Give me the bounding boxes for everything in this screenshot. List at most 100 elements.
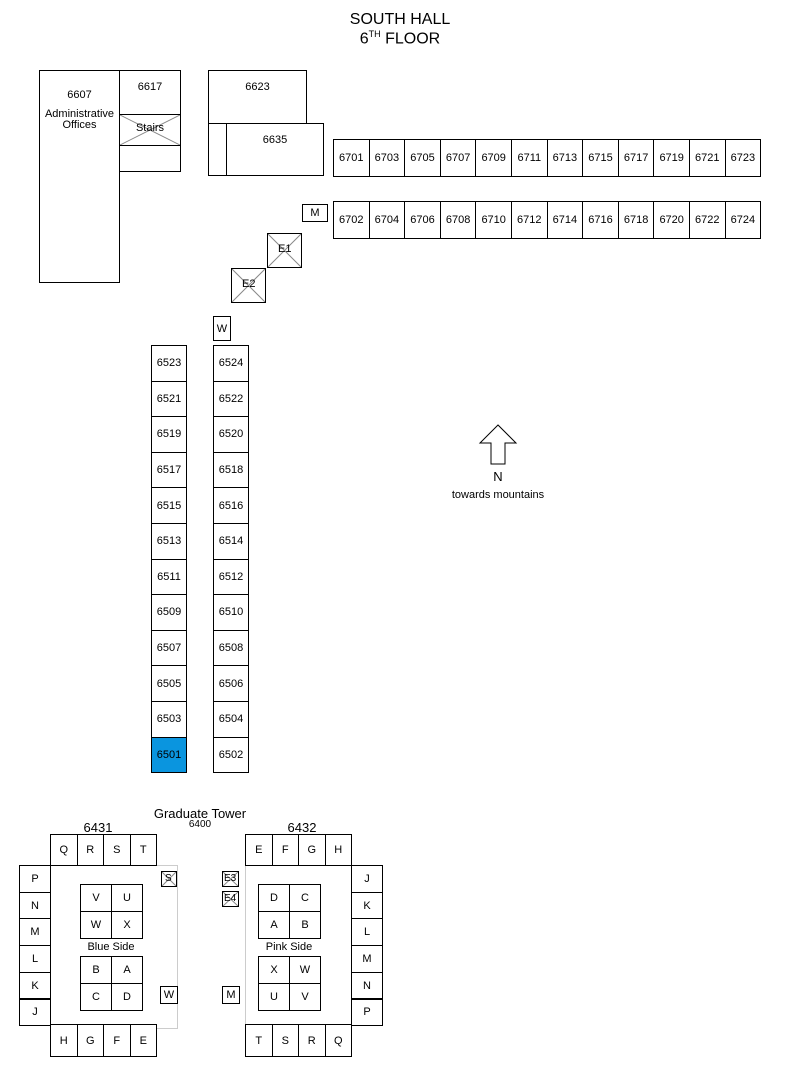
room-6516[interactable]: 6516 bbox=[213, 487, 249, 524]
blue-bedroom-U[interactable]: U bbox=[111, 884, 143, 912]
blue-unit-E[interactable]: E bbox=[129, 1024, 157, 1057]
room-6706[interactable]: 6706 bbox=[404, 201, 441, 239]
room-6709[interactable]: 6709 bbox=[475, 139, 512, 177]
blue-unit-M[interactable]: M bbox=[19, 918, 51, 947]
blue-unit-K[interactable]: K bbox=[19, 971, 51, 1000]
room-6510[interactable]: 6510 bbox=[213, 594, 249, 631]
blue-bedroom-D[interactable]: D bbox=[111, 983, 143, 1011]
room-6717[interactable]: 6717 bbox=[617, 139, 655, 177]
room-6502[interactable]: 6502 bbox=[213, 736, 249, 774]
room-6508[interactable]: 6508 bbox=[213, 629, 249, 667]
room-6708[interactable]: 6708 bbox=[439, 201, 477, 239]
pink-unit-T[interactable]: T bbox=[245, 1024, 273, 1057]
pink-unit-S[interactable]: S bbox=[271, 1024, 299, 1057]
blue-unit-P[interactable]: P bbox=[19, 865, 51, 893]
room-6506[interactable]: 6506 bbox=[213, 665, 249, 702]
pink-unit-G[interactable]: G bbox=[298, 834, 326, 866]
room-6607[interactable] bbox=[39, 70, 120, 283]
room-6515[interactable]: 6515 bbox=[151, 487, 187, 524]
room-6503[interactable]: 6503 bbox=[151, 701, 187, 738]
room-6617[interactable]: 6617 bbox=[119, 70, 181, 115]
room-6513[interactable]: 6513 bbox=[151, 523, 187, 560]
pink-unit-H[interactable]: H bbox=[324, 834, 352, 866]
room-6505[interactable]: 6505 bbox=[151, 665, 187, 702]
room-6511[interactable]: 6511 bbox=[151, 558, 187, 596]
room-6703[interactable]: 6703 bbox=[368, 139, 406, 177]
room-6518[interactable]: 6518 bbox=[213, 451, 249, 489]
room-6720[interactable]: 6720 bbox=[653, 201, 690, 239]
room-6713[interactable]: 6713 bbox=[546, 139, 584, 177]
pink-unit-L[interactable]: L bbox=[351, 918, 383, 947]
room-6711[interactable]: 6711 bbox=[511, 139, 548, 177]
blue-unit-J[interactable]: J bbox=[19, 998, 51, 1027]
room-6512[interactable]: 6512 bbox=[213, 558, 249, 596]
room-6522[interactable]: 6522 bbox=[213, 380, 249, 418]
pink-bedroom-U[interactable]: U bbox=[258, 983, 290, 1011]
room-6519[interactable]: 6519 bbox=[151, 416, 187, 453]
room-6617-annex[interactable] bbox=[119, 145, 181, 172]
blue-bedroom-X[interactable]: X bbox=[111, 911, 143, 939]
room-6723[interactable]: 6723 bbox=[724, 139, 762, 177]
elevator-e1[interactable]: E1 bbox=[267, 233, 302, 268]
room-6714[interactable]: 6714 bbox=[546, 201, 584, 239]
room-6507[interactable]: 6507 bbox=[151, 629, 187, 667]
blue-bedroom-V[interactable]: V bbox=[80, 884, 112, 912]
room-6710[interactable]: 6710 bbox=[475, 201, 512, 239]
room-6701[interactable]: 6701 bbox=[333, 139, 370, 177]
blue-unit-Q[interactable]: Q bbox=[50, 834, 78, 866]
men-restroom-marker[interactable]: M bbox=[302, 204, 328, 222]
blue-unit-H[interactable]: H bbox=[50, 1024, 78, 1057]
pink-unit-P[interactable]: P bbox=[351, 998, 383, 1027]
room-6524[interactable]: 6524 bbox=[213, 345, 249, 382]
tower-men-restroom-marker[interactable]: M bbox=[222, 986, 240, 1004]
blue-unit-L[interactable]: L bbox=[19, 945, 51, 973]
elevator-e2[interactable]: E2 bbox=[231, 268, 266, 303]
women-restroom-marker[interactable]: W bbox=[213, 316, 231, 341]
room-6517[interactable]: 6517 bbox=[151, 451, 187, 489]
pink-unit-J[interactable]: J bbox=[351, 865, 383, 893]
room-6623[interactable]: 6623 bbox=[208, 70, 307, 124]
room-6718[interactable]: 6718 bbox=[617, 201, 655, 239]
elevator-e4[interactable]: E4 bbox=[222, 891, 239, 907]
tower-women-restroom-marker[interactable]: W bbox=[160, 986, 178, 1004]
pink-unit-F[interactable]: F bbox=[271, 834, 299, 866]
room-6712[interactable]: 6712 bbox=[511, 201, 548, 239]
pink-unit-N[interactable]: N bbox=[351, 971, 383, 1000]
room-6722[interactable]: 6722 bbox=[689, 201, 726, 239]
pink-unit-E[interactable]: E bbox=[245, 834, 273, 866]
room-6635-vestibule[interactable] bbox=[208, 123, 227, 176]
pink-bedroom-X[interactable]: X bbox=[258, 956, 290, 984]
room-6721[interactable]: 6721 bbox=[689, 139, 726, 177]
room-6716[interactable]: 6716 bbox=[582, 201, 619, 239]
pink-bedroom-C[interactable]: C bbox=[289, 884, 321, 912]
elevator-e3[interactable]: E3 bbox=[222, 871, 239, 887]
pink-unit-K[interactable]: K bbox=[351, 891, 383, 920]
blue-unit-S[interactable]: S bbox=[103, 834, 131, 866]
pink-unit-R[interactable]: R bbox=[298, 1024, 326, 1057]
pink-bedroom-V[interactable]: V bbox=[289, 983, 321, 1011]
blue-unit-R[interactable]: R bbox=[76, 834, 104, 866]
blue-unit-N[interactable]: N bbox=[19, 891, 51, 920]
pink-bedroom-W[interactable]: W bbox=[289, 956, 321, 984]
blue-unit-T[interactable]: T bbox=[129, 834, 157, 866]
room-6704[interactable]: 6704 bbox=[368, 201, 406, 239]
room-6707[interactable]: 6707 bbox=[439, 139, 477, 177]
room-6523[interactable]: 6523 bbox=[151, 345, 187, 382]
room-6702[interactable]: 6702 bbox=[333, 201, 370, 239]
blue-unit-F[interactable]: F bbox=[103, 1024, 131, 1057]
room-6509[interactable]: 6509 bbox=[151, 594, 187, 631]
pink-unit-M[interactable]: M bbox=[351, 945, 383, 973]
pink-bedroom-A[interactable]: A bbox=[258, 911, 290, 939]
pink-bedroom-B[interactable]: B bbox=[289, 911, 321, 939]
room-6514[interactable]: 6514 bbox=[213, 523, 249, 560]
room-6501[interactable]: 6501 bbox=[151, 736, 187, 774]
pink-bedroom-D[interactable]: D bbox=[258, 884, 290, 912]
blue-bedroom-A[interactable]: A bbox=[111, 956, 143, 984]
blue-bedroom-W[interactable]: W bbox=[80, 911, 112, 939]
room-6715[interactable]: 6715 bbox=[582, 139, 619, 177]
room-6521[interactable]: 6521 bbox=[151, 380, 187, 418]
room-6719[interactable]: 6719 bbox=[653, 139, 690, 177]
room-6635[interactable]: 6635 bbox=[226, 123, 324, 176]
room-6504[interactable]: 6504 bbox=[213, 701, 249, 738]
room-6724[interactable]: 6724 bbox=[724, 201, 762, 239]
